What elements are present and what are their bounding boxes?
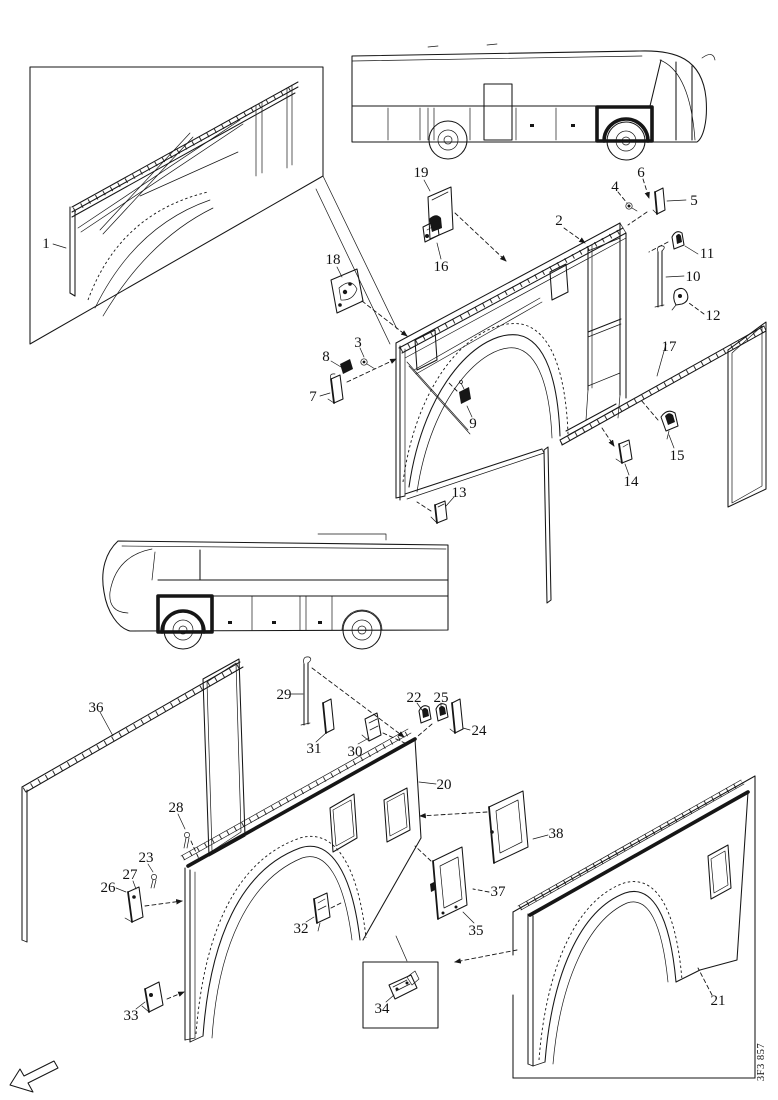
part-number-13: 13	[452, 485, 467, 501]
part-number-19: 19	[414, 165, 429, 181]
part-35-37-hatch	[430, 846, 468, 920]
pillar-seal-strip	[543, 446, 552, 604]
part-number-21: 21	[711, 993, 726, 1009]
part-8-clip	[340, 359, 353, 374]
upper-bus-illustration	[351, 43, 716, 161]
part-number-27: 27	[123, 867, 139, 883]
part-number-4: 4	[611, 179, 619, 195]
part-29-rod	[300, 656, 312, 726]
part-21-panel	[517, 779, 750, 1067]
part-number-32: 32	[294, 921, 309, 937]
part-number-29: 29	[277, 687, 292, 703]
upper-bus-front-wheel	[428, 120, 468, 160]
lower-bus-illustration	[102, 533, 449, 650]
part-number-8: 8	[322, 349, 330, 365]
part-number-25: 25	[434, 690, 449, 706]
bottom-right-frame-box	[512, 775, 756, 1079]
side-glass-panel	[727, 321, 767, 508]
detail-frame-box	[29, 66, 398, 345]
part-12-hook	[671, 287, 689, 311]
part-4-bolt	[625, 202, 638, 212]
callout-labels: 1234567891011121314151617181920212223242…	[42, 165, 725, 1024]
direction-arrow-icon	[9, 1060, 59, 1093]
part-28-screw	[183, 832, 190, 849]
part-16-flap	[422, 219, 440, 243]
part-10-rod	[654, 245, 665, 308]
part-34-detail-box	[362, 961, 439, 1029]
part-number-30: 30	[348, 744, 363, 760]
part-number-2: 2	[555, 213, 563, 229]
part-26-27-bracket	[124, 886, 144, 923]
part-number-17: 17	[662, 339, 678, 355]
part-7-bracket	[327, 373, 344, 404]
part-number-37: 37	[491, 884, 507, 900]
part-32-clip	[313, 892, 331, 932]
part-13-bracket	[430, 500, 448, 524]
part-number-20: 20	[437, 777, 452, 793]
part-number-38: 38	[549, 826, 564, 842]
part-2-framework	[395, 222, 627, 501]
part-number-31: 31	[307, 741, 322, 757]
part-33-bracket	[141, 981, 164, 1013]
part-number-11: 11	[700, 246, 714, 262]
part-number-14: 14	[624, 474, 640, 490]
part-38-hatch	[488, 790, 529, 864]
part-31-plate	[322, 698, 335, 734]
part-22-clip	[418, 705, 432, 724]
part-5-bracket	[652, 187, 666, 215]
part-number-22: 22	[407, 690, 422, 706]
figure-code: 3F3 857	[756, 1043, 767, 1081]
lower-bus-rear-wheel	[341, 609, 383, 650]
part-23-screw	[150, 874, 157, 889]
leader-lines	[52, 178, 713, 1010]
upper-bus-highlighted-panel	[595, 105, 654, 143]
part-number-35: 35	[469, 923, 484, 939]
part-number-6: 6	[637, 165, 645, 181]
part-number-1: 1	[42, 236, 50, 252]
part-number-33: 33	[124, 1008, 139, 1024]
part-number-9: 9	[469, 416, 477, 432]
part-15-clip	[660, 410, 679, 440]
part-25-clip	[435, 703, 449, 722]
part-1-framework	[69, 81, 299, 317]
part-number-23: 23	[139, 850, 154, 866]
part-number-28: 28	[169, 800, 184, 816]
part-number-5: 5	[690, 193, 698, 209]
part-18-plate	[330, 268, 364, 314]
part-36-window-frame	[21, 658, 246, 943]
part-number-24: 24	[472, 723, 488, 739]
lower-bus-highlighted-panel	[156, 594, 214, 634]
part-9-clip	[459, 380, 471, 404]
part-number-12: 12	[706, 308, 721, 324]
part-number-36: 36	[89, 700, 105, 716]
part-30-bracket	[361, 712, 382, 742]
part-number-7: 7	[309, 389, 317, 405]
part-number-18: 18	[326, 252, 341, 268]
part-number-15: 15	[670, 448, 685, 464]
part-20-panel	[180, 728, 422, 1043]
part-11-clip	[671, 231, 685, 250]
part-24-plate	[449, 698, 464, 734]
part-number-3: 3	[354, 335, 362, 351]
part-19-plate	[427, 186, 454, 240]
part-number-16: 16	[434, 259, 450, 275]
part-3-bolt	[360, 358, 376, 370]
part-number-26: 26	[101, 880, 117, 896]
part-number-34: 34	[375, 1001, 391, 1017]
part-14-bracket	[615, 439, 633, 464]
part-number-10: 10	[686, 269, 701, 285]
